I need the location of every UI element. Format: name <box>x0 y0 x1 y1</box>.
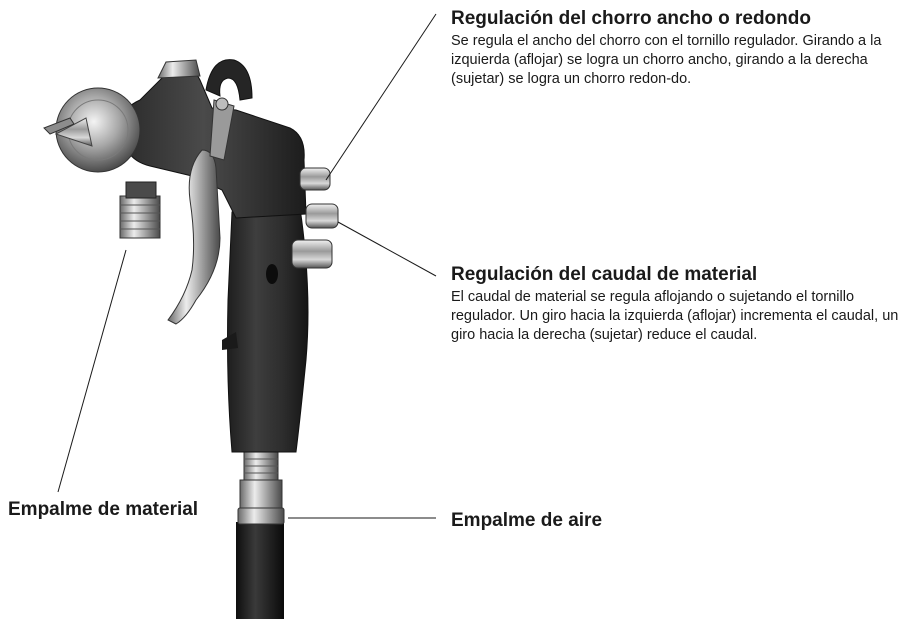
fan-adjustment-body: Se regula el ancho del chorro con el tor… <box>451 33 882 87</box>
fan-adjustment-title: Regulación del chorro ancho o redondo <box>451 8 811 29</box>
nozzle-tip <box>54 117 93 147</box>
trigger <box>167 149 221 325</box>
top-inlet-fitting <box>157 59 201 79</box>
leader-material-flow <box>337 221 437 277</box>
air-valve-cylinder <box>291 239 333 269</box>
air-fitting-ring <box>237 507 285 525</box>
air-cap-horn <box>43 117 75 135</box>
fan-adjust-knob <box>299 167 331 191</box>
air-fitting-nut <box>239 479 283 509</box>
material-connection-label: Empalme de material <box>8 499 199 520</box>
leader-fan-adjustment <box>325 13 437 181</box>
leader-material-connection <box>57 249 127 493</box>
air-hose <box>236 522 284 619</box>
air-connection-label: Empalme de aire <box>451 510 603 531</box>
fan-adjustment-callout: Regulación del chorro ancho o redondo Se… <box>451 8 921 89</box>
material-flow-body: El caudal de material se regula aflojand… <box>451 289 899 343</box>
gun-handle <box>227 207 309 453</box>
material-fitting <box>119 195 161 239</box>
flow-adjust-knob <box>305 203 339 229</box>
gun-hook <box>205 59 253 101</box>
material-flow-callout: Regulación del caudal de material El cau… <box>451 264 919 345</box>
material-flow-title: Regulación del caudal de material <box>451 264 758 285</box>
